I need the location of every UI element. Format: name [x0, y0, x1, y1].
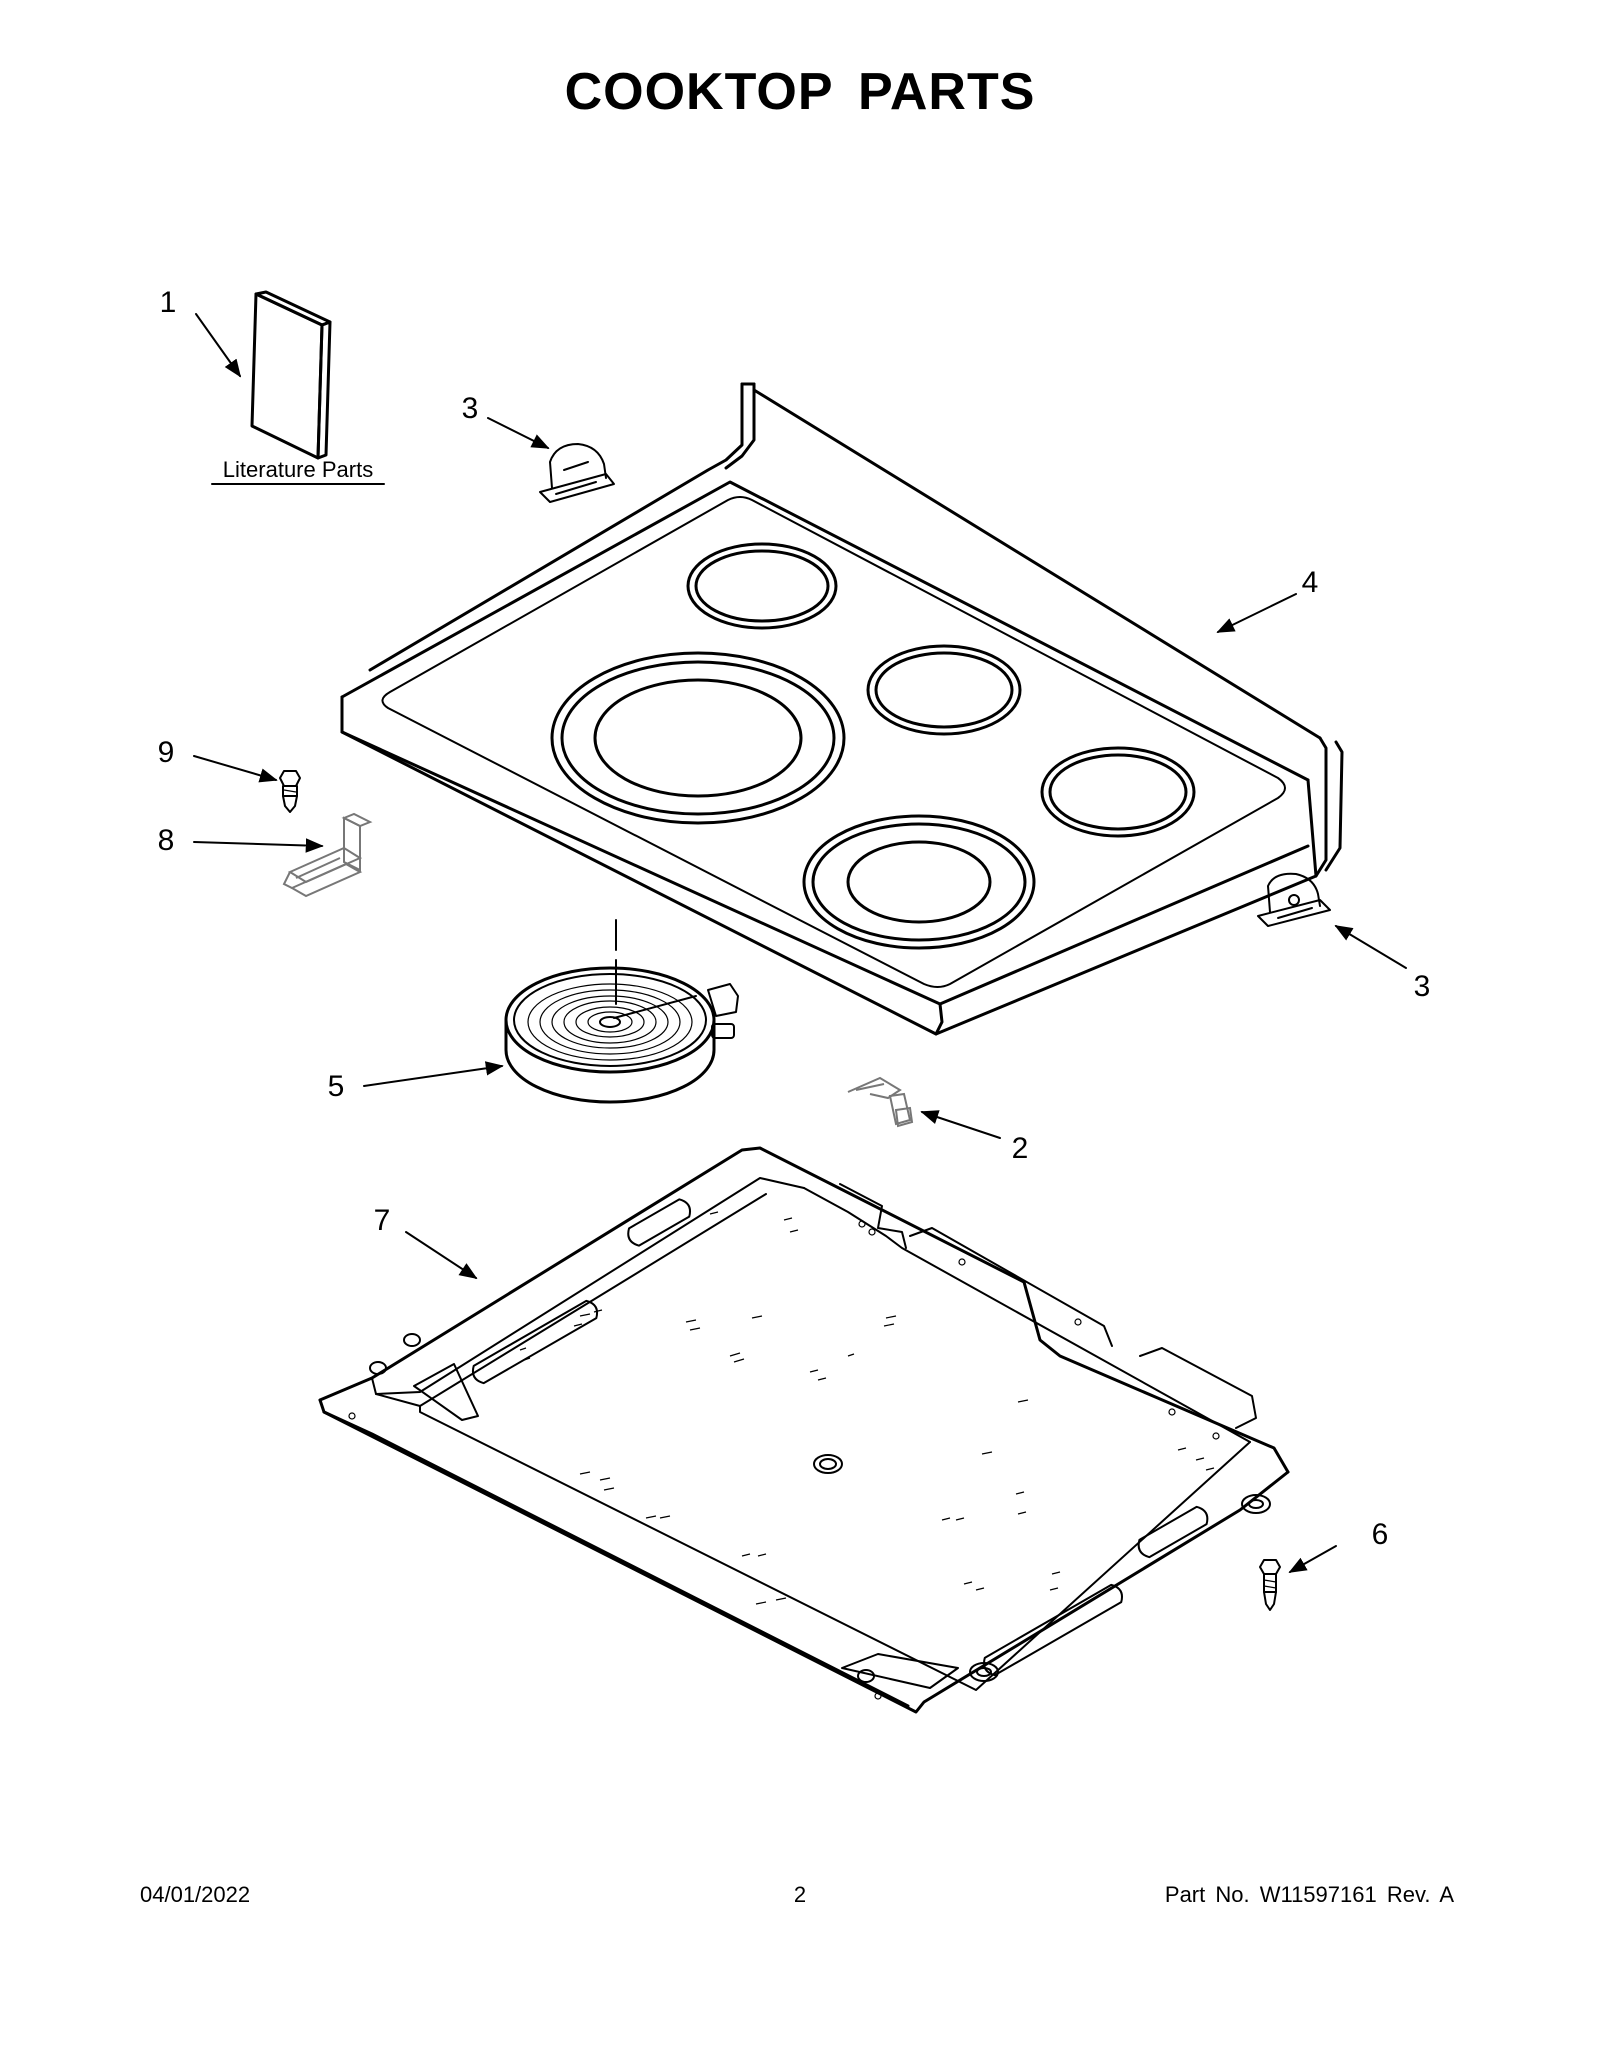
burner-box-part-7: [318, 1146, 1290, 1714]
callout-3-upper: 3: [462, 392, 479, 425]
callout-6: 6: [1372, 1518, 1389, 1551]
bracket-part-8: [282, 812, 373, 898]
screw-part-6: [1259, 1559, 1281, 1611]
footer-page-number: 2: [793, 1882, 807, 1907]
screw-part-9: [279, 770, 301, 813]
callout-2: 2: [1012, 1132, 1029, 1165]
callout-1: 1: [160, 286, 177, 319]
clip-part-2: [847, 1076, 914, 1128]
page-title: COOKTOP PARTS: [564, 63, 1036, 121]
callout-4: 4: [1302, 566, 1319, 599]
callout-8: 8: [158, 824, 175, 857]
literature-parts-label: Literature Parts: [223, 457, 373, 482]
footer-date: 04/01/2022: [140, 1882, 251, 1907]
callout-7: 7: [374, 1204, 391, 1237]
callout-9: 9: [158, 736, 175, 769]
cooktop-glass: [340, 382, 1344, 1036]
footer-part-number: Part No. W11597161 Rev. A: [1164, 1882, 1454, 1907]
cooktop-bracket-upper: [539, 443, 615, 503]
callout-5: 5: [328, 1070, 345, 1103]
cooktop-bracket-lower: [1257, 872, 1331, 927]
radiant-element-part-5: [504, 919, 739, 1104]
leader-arrows: [193, 313, 1407, 1573]
callout-3-lower: 3: [1414, 970, 1431, 1003]
literature-booklet: [211, 290, 385, 485]
